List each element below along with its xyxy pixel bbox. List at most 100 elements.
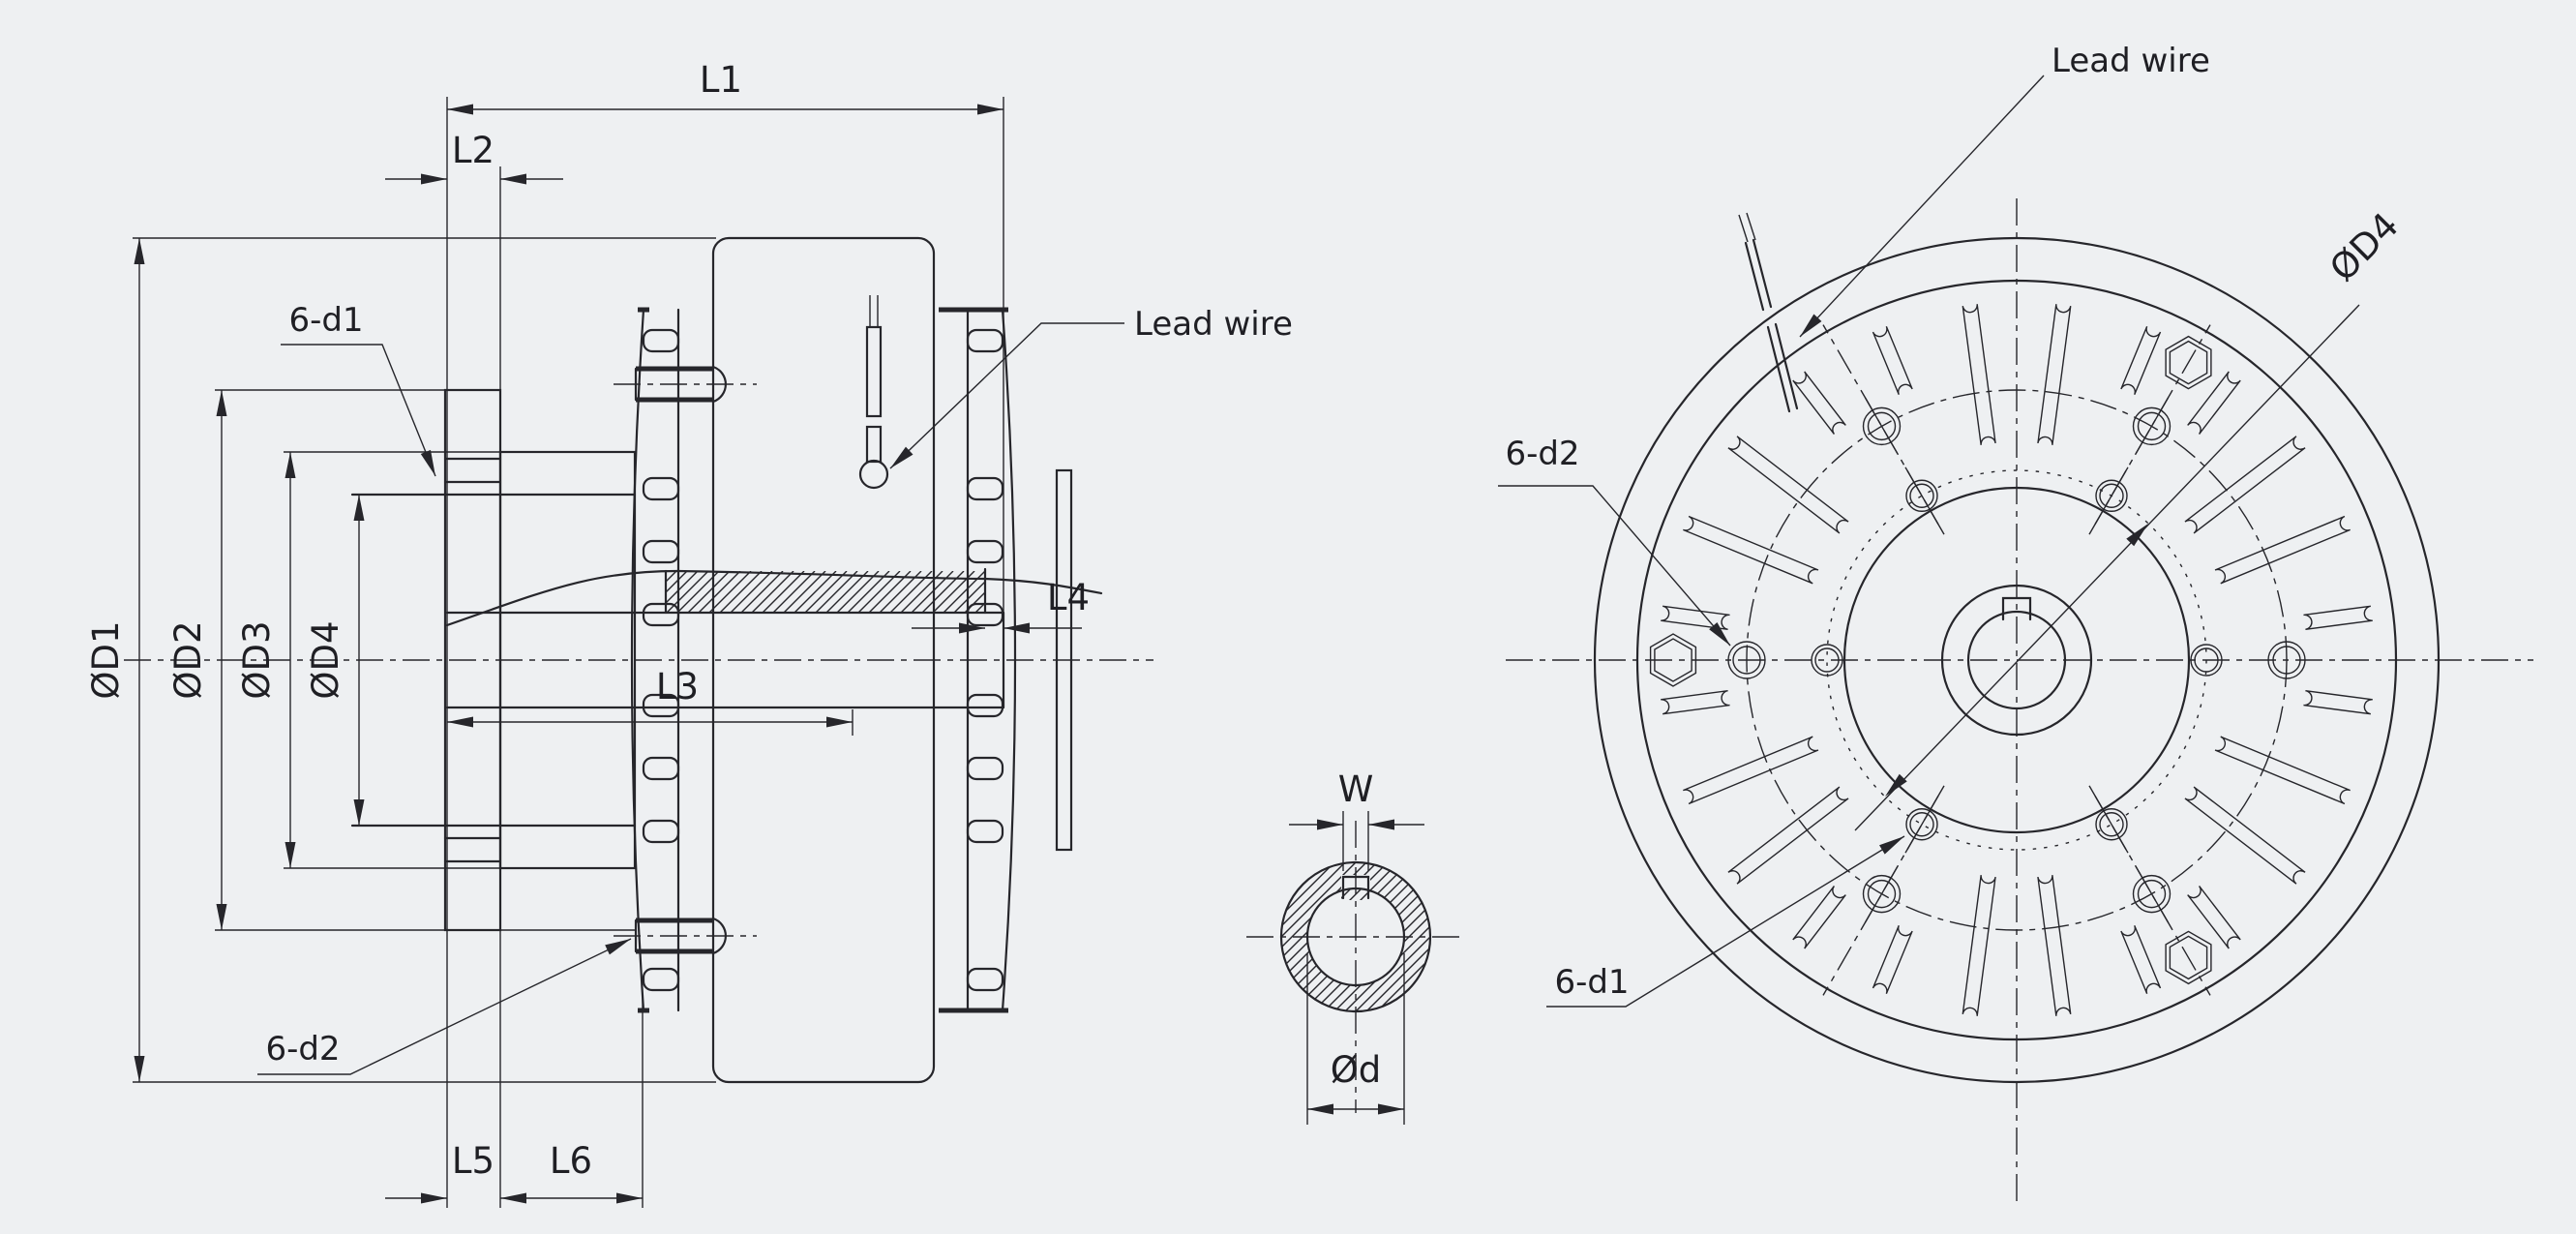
arrowhead	[134, 238, 145, 264]
d1-bolt-circle	[1826, 469, 2207, 851]
arrowhead	[285, 452, 296, 478]
fin	[2303, 605, 2373, 630]
arrowhead	[2126, 524, 2148, 547]
arrowhead	[1003, 622, 1030, 634]
hole-d1-chamfer	[2190, 644, 2223, 677]
arrowhead	[353, 799, 365, 826]
callout-label-6d2-front: 6-d2	[1505, 435, 1579, 473]
hub-plate	[498, 450, 637, 870]
arrowhead	[616, 1192, 643, 1204]
hole-d2	[1732, 646, 1761, 675]
hole-d1-chamfer	[1905, 479, 1938, 512]
fin	[1661, 605, 1730, 630]
hole-d1	[2194, 647, 2219, 673]
hex-bolt	[1649, 633, 1697, 687]
fin	[1872, 925, 1913, 994]
fin	[2214, 515, 2351, 585]
sleeve-section-hatch	[666, 571, 985, 613]
rim-inner-circle	[1635, 279, 2398, 1041]
arrowhead	[826, 716, 853, 728]
dim-OD4-side: ØD4	[305, 495, 360, 826]
sleeve-hatch-lines	[666, 571, 985, 613]
fin	[1872, 326, 1913, 395]
dim-label-L5: L5	[452, 1140, 494, 1182]
bore-keyway	[2001, 596, 2032, 621]
fin	[2187, 886, 2241, 949]
fin	[1792, 371, 1846, 435]
hole-d2	[2137, 879, 2167, 909]
side-view: L1 L2 L3 L4 L5 L6 ØD1 ØD2	[85, 59, 1293, 1208]
arrowhead	[1378, 1103, 1404, 1115]
housing-body	[711, 236, 936, 1084]
dim-OD3: ØD3	[236, 452, 291, 868]
lead-wire-side	[858, 295, 889, 490]
hole-d1	[1814, 647, 1840, 673]
hole-d2-chamfer	[2267, 641, 2306, 679]
arrowhead	[1709, 622, 1730, 646]
dim-label-OD3: ØD3	[236, 620, 278, 699]
fin	[2037, 304, 2072, 445]
hex-bolt	[1654, 638, 1692, 682]
fin	[1962, 304, 1996, 445]
rotor-end-plate	[1055, 468, 1073, 852]
dim-label-L6: L6	[550, 1140, 592, 1182]
arrowhead	[500, 173, 526, 185]
dim-label-OD2: ØD2	[167, 620, 209, 699]
callout-6d1-front: 6-d1	[1546, 835, 1905, 1008]
hole-d2-chamfer	[2132, 406, 2172, 446]
fin	[1661, 690, 1730, 715]
keyway-notch	[1341, 875, 1370, 900]
hex-bolt	[2165, 930, 2212, 985]
callout-6d2-side: 6-d2	[257, 938, 632, 1075]
arrowhead	[959, 622, 985, 634]
lead-wire-front	[1738, 212, 1799, 413]
dim-L1: L1	[447, 59, 1003, 110]
arrowhead	[421, 1192, 447, 1204]
front-view: ØD4 Lead wire 6-d2 6-d1	[1498, 42, 2533, 1202]
dim-W: W	[1289, 768, 1424, 871]
arrowhead	[285, 842, 296, 868]
hole-d1	[1909, 812, 1934, 837]
wire-terminal	[858, 459, 889, 490]
callout-6d1-side: 6-d1	[281, 301, 436, 477]
section-break-line	[445, 569, 1103, 627]
arrowhead	[353, 495, 365, 521]
callout-leadwire-side: Lead wire	[889, 305, 1293, 469]
hex-bolt	[2169, 340, 2208, 385]
hub-circle	[1940, 584, 2093, 737]
callout-label-6d1-front: 6-d1	[1554, 963, 1629, 1002]
fin	[1683, 736, 1819, 805]
left-fin-stack	[614, 307, 757, 1013]
hole-d1-chamfer	[2095, 808, 2128, 841]
dim-label-L4: L4	[1047, 577, 1090, 618]
hole-d2-chamfer	[1727, 641, 1766, 679]
shaft-bore-circle	[1305, 887, 1406, 987]
dim-label-OD4-side: ØD4	[305, 620, 346, 699]
dim-label-L2: L2	[452, 130, 494, 171]
fin	[2303, 690, 2373, 715]
fin	[2120, 925, 2162, 994]
hole-d1	[2099, 812, 2124, 837]
fin	[2214, 736, 2351, 805]
callout-label-leadwire-front: Lead wire	[2052, 42, 2210, 80]
shaft-section-view: W Ød	[1246, 768, 1465, 1125]
arrowhead	[1307, 1103, 1333, 1115]
callout-label-leadwire-side: Lead wire	[1134, 305, 1293, 344]
callout-6d2-front: 6-d2	[1498, 435, 1731, 647]
arrowhead	[1368, 819, 1394, 830]
arrowhead	[216, 390, 227, 416]
callout-leadwire-front: Lead wire	[1799, 42, 2210, 338]
dim-OD1: ØD1	[85, 238, 140, 1082]
arrowhead	[447, 716, 473, 728]
dim-label-OD4-front: ØD4	[2321, 204, 2407, 289]
arrowhead	[421, 173, 447, 185]
hole-d2	[2272, 646, 2301, 675]
dim-label-OD1: ØD1	[85, 620, 127, 699]
hole-d2	[1867, 411, 1897, 441]
hex-bolts	[1649, 335, 2212, 985]
arrowhead	[500, 1192, 526, 1204]
hole-d2	[1867, 879, 1897, 909]
hole-d1	[1909, 483, 1934, 508]
